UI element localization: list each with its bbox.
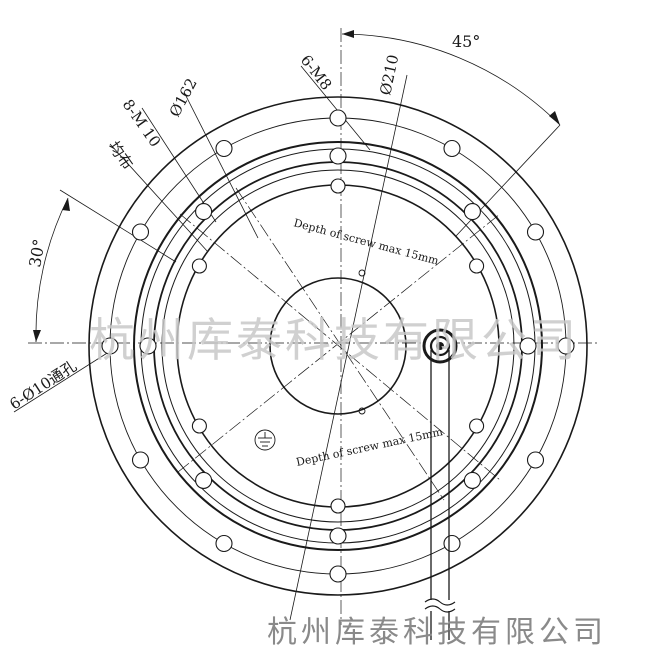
tapped-hole-m10 bbox=[139, 337, 157, 355]
tapped-hole-m8 bbox=[469, 258, 485, 274]
centerline-diag-1 bbox=[179, 213, 501, 481]
angle-label-30: 30° bbox=[25, 237, 49, 268]
through-hole-d10 bbox=[329, 109, 347, 127]
arrow-30-top bbox=[62, 198, 70, 211]
tapped-hole-m8 bbox=[330, 498, 346, 514]
leader-6-d10 bbox=[13, 349, 113, 413]
label-6-d10: 6-Ø10通孔 bbox=[6, 357, 80, 413]
tapped-hole-m10 bbox=[195, 471, 213, 489]
depth-note-bottom: Depth of screw max 15mm bbox=[295, 425, 445, 469]
through-hole-d10 bbox=[443, 139, 461, 158]
label-dia-210: Ø210 bbox=[376, 53, 402, 97]
arc-45-dimension bbox=[341, 33, 561, 126]
tapped-hole-m8 bbox=[191, 258, 207, 274]
depth-note-top: Depth of screw max 15mm bbox=[292, 216, 440, 267]
leader-8-m10 bbox=[141, 107, 217, 223]
leader-even-spread bbox=[109, 143, 209, 253]
tapped-hole-m10 bbox=[329, 147, 347, 165]
label-8-m10: 8-M 10 bbox=[119, 96, 165, 150]
arrow-45-left bbox=[342, 30, 354, 38]
centerline-diag-2 bbox=[235, 187, 445, 501]
small-mark-top bbox=[358, 269, 366, 277]
through-hole-d10 bbox=[131, 451, 150, 469]
rotor-rim-outer bbox=[133, 141, 543, 551]
arc-30-dimension bbox=[35, 197, 69, 343]
label-dia-162: Ø162 bbox=[166, 75, 201, 120]
outer-flange-circle bbox=[88, 96, 588, 596]
through-hole-d10 bbox=[329, 565, 347, 583]
leader-6-m8 bbox=[300, 65, 371, 151]
centerline-diag-3 bbox=[177, 213, 501, 473]
tapped-hole-m8 bbox=[469, 418, 485, 434]
through-hole-d10 bbox=[443, 534, 461, 553]
ground-symbol-icon bbox=[254, 429, 276, 451]
hub-circle bbox=[269, 277, 407, 415]
tapped-hole-m10 bbox=[329, 527, 347, 545]
through-hole-d10 bbox=[215, 534, 233, 553]
tapped-hole-m8 bbox=[330, 178, 346, 194]
angle-label-45: 45° bbox=[452, 32, 480, 51]
through-hole-d10 bbox=[526, 451, 545, 469]
through-hole-d10 bbox=[557, 337, 575, 355]
watermark-center: 杭州库泰科技有限公司 bbox=[89, 313, 579, 367]
tapped-hole-m10 bbox=[195, 203, 213, 221]
tapped-hole-m8 bbox=[191, 418, 207, 434]
tapped-hole-m10 bbox=[463, 471, 481, 489]
ring-inner bbox=[161, 169, 515, 523]
through-hole-d10 bbox=[215, 139, 233, 158]
arrow-30-bottom bbox=[33, 330, 41, 342]
arrow-45-right bbox=[549, 111, 560, 125]
tapped-hole-m10 bbox=[519, 337, 537, 355]
leader-dia-210 bbox=[289, 74, 408, 621]
leader-dia-162 bbox=[183, 91, 259, 239]
ext-line-30 bbox=[59, 189, 177, 263]
watermark-bottom: 杭州库泰科技有限公司 bbox=[267, 615, 607, 650]
through-hole-d10 bbox=[526, 223, 545, 241]
through-hole-d10 bbox=[101, 337, 119, 355]
label-6-m8: 6-M8 bbox=[297, 51, 336, 93]
tapped-hole-m10 bbox=[463, 203, 481, 221]
through-hole-d10 bbox=[131, 223, 150, 241]
cable-exit bbox=[422, 328, 458, 640]
small-mark-bottom bbox=[358, 407, 366, 415]
